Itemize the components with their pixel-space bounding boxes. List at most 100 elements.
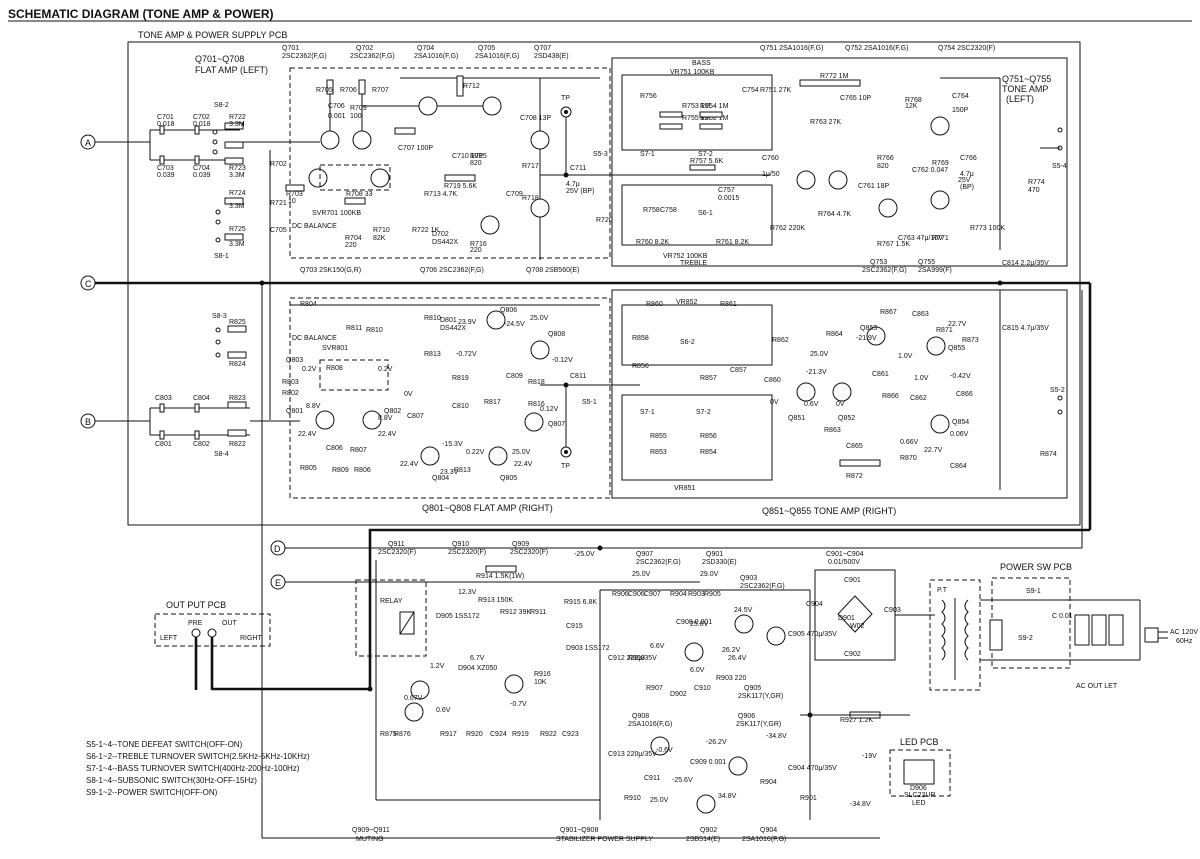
svg-text:R754 1M: R754 1M [700, 103, 729, 110]
svg-text:D906: D906 [910, 785, 927, 792]
svg-text:R854: R854 [700, 449, 717, 456]
svg-text:R912 39K: R912 39K [500, 609, 531, 616]
svg-text:12.3V: 12.3V [458, 589, 477, 596]
ac-outlet-1[interactable] [1074, 614, 1090, 646]
svg-text:2SC2362(F,G): 2SC2362(F,G) [740, 583, 785, 590]
svg-text:S7-1: S7-1 [640, 409, 655, 416]
ac-frequency-label: 60Hz [1176, 638, 1193, 645]
svg-text:R817: R817 [484, 399, 501, 406]
svg-text:R825: R825 [229, 319, 246, 326]
svg-text:25.6V: 25.6V [690, 621, 709, 628]
svg-text:R802: R802 [282, 390, 299, 397]
q753-ref: Q753 [870, 259, 887, 266]
ac-outlet-3[interactable] [1108, 614, 1124, 646]
svg-text:0.001: 0.001 [328, 113, 346, 120]
svg-text:C804: C804 [193, 395, 210, 402]
svg-text:R857: R857 [700, 375, 717, 382]
svg-text:R867: R867 [880, 309, 897, 316]
svg-text:C701: C701 [157, 114, 174, 121]
terminal-c[interactable]: C [80, 275, 96, 291]
svg-text:-0.12V: -0.12V [552, 357, 573, 364]
svg-text:R710: R710 [373, 227, 390, 234]
output-pre-jack[interactable] [191, 628, 201, 638]
svg-text:-25.0V: -25.0V [574, 551, 595, 558]
ac-plug[interactable]: AC 120V 60Hz [1144, 627, 1198, 645]
svg-text:0V: 0V [770, 399, 779, 406]
svg-text:R915 6.8K: R915 6.8K [564, 599, 597, 606]
svg-text:Q907: Q907 [636, 551, 653, 558]
svg-text:C811: C811 [570, 373, 586, 380]
svg-text:R717: R717 [522, 163, 539, 170]
svg-text:R822: R822 [229, 441, 246, 448]
treble-label: TREBLE [680, 260, 708, 267]
svg-text:R927 1.2K: R927 1.2K [840, 717, 873, 724]
q852-symbol [832, 382, 852, 402]
svg-text:R866: R866 [882, 393, 899, 400]
svg-text:R712: R712 [463, 83, 480, 90]
svg-text:R757 5.6K: R757 5.6K [690, 158, 723, 165]
q855-symbol [926, 336, 946, 356]
svg-text:PRE: PRE [188, 620, 203, 627]
svg-text:A: A [85, 138, 91, 148]
svg-text:C761 18P: C761 18P [858, 183, 889, 190]
svg-text:R767 1.5K: R767 1.5K [877, 241, 910, 248]
legend-s6: S6-1~2--TREBLE TURNOVER SWITCH(2.5KHz-5K… [86, 752, 310, 761]
svg-text:Q911: Q911 [388, 541, 405, 548]
svg-text:D801: D801 [440, 317, 457, 324]
tone-amp-left-box [611, 57, 1068, 267]
ac-outlet-2[interactable] [1091, 614, 1107, 646]
svg-text:R855: R855 [650, 433, 667, 440]
q702-type: 2SC2362(F,G) [350, 53, 395, 60]
svg-text:R755 1M: R755 1M [682, 115, 711, 122]
svg-text:Q908: Q908 [632, 713, 649, 720]
svg-text:Q851: Q851 [788, 415, 805, 422]
svg-text:R805: R805 [300, 465, 317, 472]
svg-text:2SA1016(F,G): 2SA1016(F,G) [628, 721, 672, 728]
svg-text:Q904: Q904 [760, 827, 777, 834]
svg-text:C806: C806 [326, 445, 343, 452]
svg-text:22.4V: 22.4V [298, 431, 317, 438]
svg-text:R772 1M: R772 1M [820, 73, 849, 80]
svg-text:2SK117(Y,GR): 2SK117(Y,GR) [738, 693, 783, 700]
svg-text:Q903: Q903 [740, 575, 757, 582]
svg-text:R707: R707 [372, 87, 389, 94]
power-transformer: P.T [929, 579, 981, 691]
q701-ref: Q701 [282, 45, 299, 52]
terminal-b[interactable]: B [80, 413, 96, 429]
flat-left-label: FLAT AMP (LEFT) [195, 65, 268, 75]
svg-text:0.2V: 0.2V [302, 366, 317, 373]
bridge-rectifier [837, 595, 873, 633]
svg-text:C757: C757 [718, 187, 735, 194]
q753-type: 2SC2362(F,G) [862, 267, 907, 274]
svg-text:R919: R919 [512, 731, 529, 738]
svg-text:3.3M: 3.3M [229, 241, 245, 248]
terminal-e[interactable]: E [270, 574, 286, 590]
svg-text:C915: C915 [566, 623, 583, 630]
svg-text:C862: C862 [910, 395, 927, 402]
svg-text:LED: LED [912, 800, 926, 807]
svg-text:R769: R769 [932, 160, 949, 167]
svg-text:R720: R720 [596, 217, 613, 224]
svg-text:S6-2: S6-2 [680, 339, 695, 346]
ground-bus-bottom [212, 528, 1090, 691]
q801-symbol [315, 410, 335, 430]
svg-text:0.66V: 0.66V [900, 439, 919, 446]
svg-text:R871: R871 [936, 327, 953, 334]
svg-text:R716: R716 [470, 241, 487, 248]
svg-text:820: 820 [877, 163, 889, 170]
terminal-a[interactable]: A [80, 134, 96, 150]
svg-text:0.01/500V: 0.01/500V [828, 559, 860, 566]
output-out-jack[interactable] [207, 628, 217, 638]
svg-text:VR852: VR852 [676, 299, 698, 306]
svg-text:0.6V: 0.6V [436, 707, 451, 714]
svg-text:Q909: Q909 [512, 541, 529, 548]
svg-text:Q854: Q854 [952, 419, 969, 426]
svg-text:R725: R725 [229, 226, 246, 233]
svg-text:R774: R774 [1028, 179, 1045, 186]
svg-text:23.3V: 23.3V [440, 469, 459, 476]
terminal-d[interactable]: D [270, 540, 286, 556]
svg-text:3.3M: 3.3M [229, 172, 245, 179]
svg-text:R810: R810 [424, 315, 441, 322]
svg-text:R722 1K: R722 1K [412, 227, 440, 234]
ac-outlets: AC OUT LET [1074, 599, 1141, 690]
